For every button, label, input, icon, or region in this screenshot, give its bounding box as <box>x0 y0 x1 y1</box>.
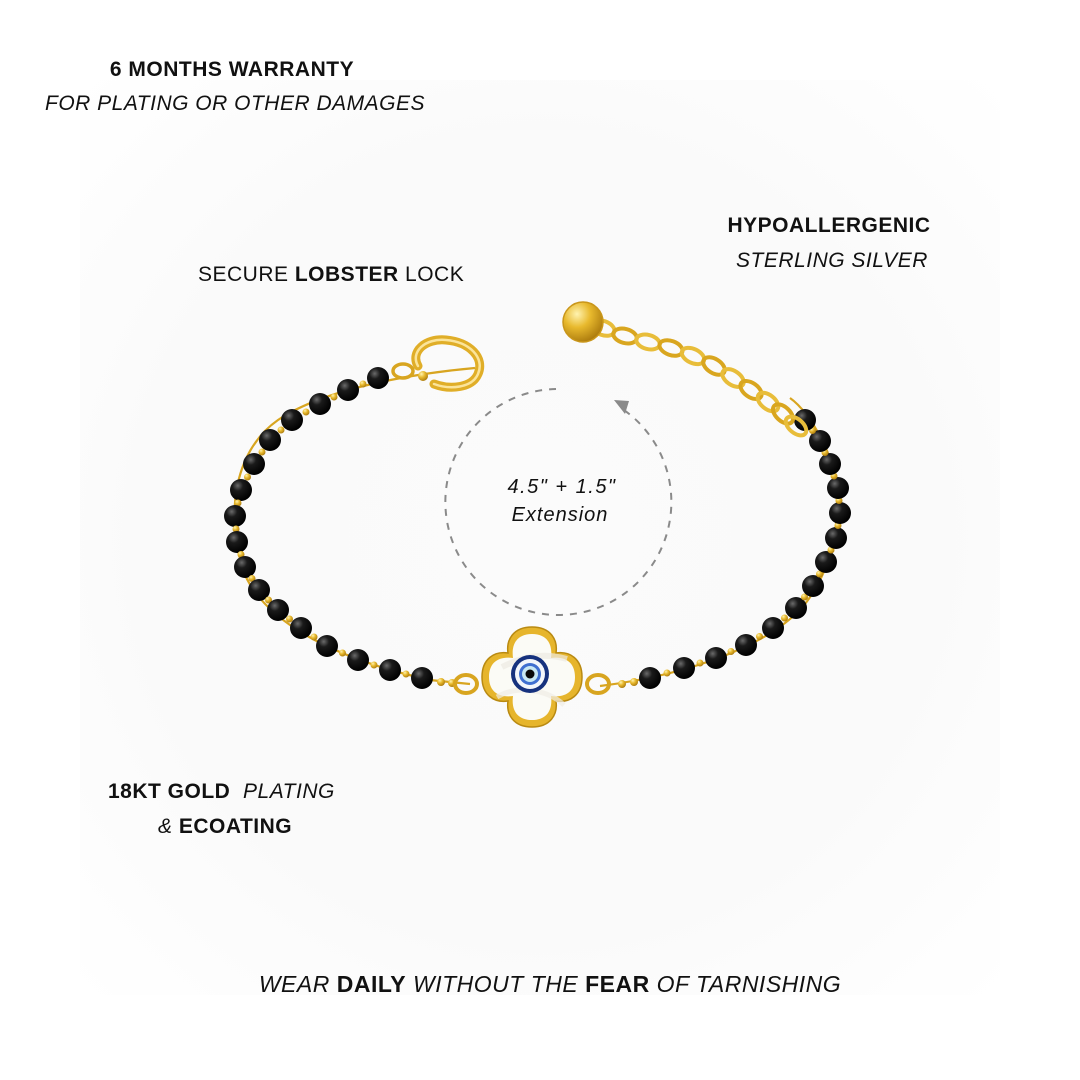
gold-spacer-bead <box>234 499 242 507</box>
plating-feature-line-2: & ECOATING <box>158 815 292 839</box>
onyx-bead <box>809 430 831 452</box>
tagline-word-1: WEAR <box>258 971 337 997</box>
gold-spacer-bead <box>781 614 788 622</box>
onyx-bead <box>639 667 661 689</box>
gold-spacer-bead <box>402 670 410 678</box>
gold-spacer-bead <box>265 596 272 604</box>
onyx-bead <box>243 453 265 475</box>
plating-italic: PLATING <box>243 780 335 803</box>
onyx-bead <box>794 409 816 431</box>
plating-feature-line-1: 18KT GOLD PLATING <box>108 780 335 804</box>
plating-ampersand: & <box>158 815 179 838</box>
onyx-bead <box>281 409 303 431</box>
onyx-bead <box>316 635 338 657</box>
onyx-bead <box>224 505 246 527</box>
gold-spacer-bead <box>437 678 445 686</box>
onyx-bead <box>785 597 807 619</box>
chain-link <box>720 367 746 389</box>
gold-spacer-bead <box>801 593 808 601</box>
onyx-bead <box>815 551 837 573</box>
gold-spacer-bead <box>339 649 346 657</box>
chain-link <box>755 390 781 414</box>
gold-spacer-bead <box>232 525 240 533</box>
chain-link <box>634 332 662 352</box>
gold-spacer-bead <box>630 678 638 686</box>
onyx-bead <box>309 393 331 415</box>
onyx-bead <box>735 634 757 656</box>
gold-spacer-bead <box>310 633 318 641</box>
gold-spacer-bead <box>277 426 285 434</box>
onyx-bead <box>248 579 270 601</box>
tagline: WEAR DAILY WITHOUT THE FEAR OF TARNISHIN… <box>0 971 1080 998</box>
onyx-bead <box>337 379 359 401</box>
gold-spacer-bead <box>663 669 671 677</box>
gold-spacer-bead <box>359 380 367 388</box>
chain-link <box>783 414 809 438</box>
gold-spacer-bead <box>618 680 626 688</box>
gold-spacer-bead <box>816 570 823 578</box>
lock-text-bold: LOBSTER <box>294 263 399 286</box>
onyx-bead <box>762 617 784 639</box>
gold-spacer-bead <box>244 473 251 481</box>
onyx-bead <box>259 429 281 451</box>
gold-spacer-bead <box>727 648 735 655</box>
onyx-bead <box>226 531 248 553</box>
chain-link <box>611 326 639 346</box>
extension-end-disc <box>562 301 604 343</box>
tagline-word-3: WITHOUT THE <box>406 971 586 997</box>
extension-label: Extension <box>511 504 609 526</box>
onyx-bead <box>234 556 256 578</box>
lock-text-2: LOCK <box>398 263 465 286</box>
lobster-clasp-icon <box>391 335 485 392</box>
lock-text-1: SECURE <box>198 263 295 286</box>
gold-spacer-bead <box>248 575 256 582</box>
onyx-bead <box>267 599 289 621</box>
onyx-bead <box>347 649 369 671</box>
onyx-bead <box>367 367 389 389</box>
material-subtitle: STERLING SILVER <box>736 249 928 272</box>
gold-spacer-bead <box>286 615 293 623</box>
onyx-bead <box>411 667 433 689</box>
tagline-word-fear: FEAR <box>585 971 650 997</box>
gold-spacer-bead <box>756 633 763 640</box>
material-title: HYPOALLERGENIC <box>727 214 931 237</box>
gold-spacer-bead <box>370 661 378 669</box>
onyx-beads <box>224 367 851 689</box>
onyx-bead <box>705 647 727 669</box>
gold-spacer-bead <box>258 448 266 456</box>
gold-spacer-bead <box>302 408 310 416</box>
extension-length: 4.5" + 1.5" <box>507 476 617 498</box>
plating-bold-ecoating: ECOATING <box>178 815 293 838</box>
onyx-bead <box>673 657 695 679</box>
onyx-bead <box>829 502 851 524</box>
clover-evil-eye-charm-icon <box>481 626 583 728</box>
plating-bold-gold: 18KT GOLD <box>108 780 231 803</box>
chain-link <box>770 402 796 426</box>
onyx-bead <box>802 575 824 597</box>
onyx-bead <box>825 527 847 549</box>
warranty-subtitle: FOR PLATING OR OTHER DAMAGES <box>45 92 425 115</box>
onyx-bead <box>827 477 849 499</box>
chain-link <box>738 379 764 401</box>
gold-spacer-bead <box>696 659 704 667</box>
extension-chain <box>589 318 809 438</box>
rotation-arrow-icon <box>444 388 673 616</box>
warranty-title: 6 MONTHS WARRANTY <box>109 58 355 81</box>
onyx-bead <box>230 479 252 501</box>
tagline-word-5: OF TARNISHING <box>649 971 842 997</box>
charm-left-jump-ring <box>453 673 479 695</box>
onyx-bead <box>819 453 841 475</box>
gold-spacer-bead <box>330 393 338 401</box>
onyx-bead <box>290 617 312 639</box>
tagline-word-daily: DAILY <box>336 971 407 997</box>
lock-feature-label: SECURE LOBSTER LOCK <box>198 263 464 287</box>
charm-right-jump-ring <box>585 673 611 695</box>
onyx-bead <box>379 659 401 681</box>
